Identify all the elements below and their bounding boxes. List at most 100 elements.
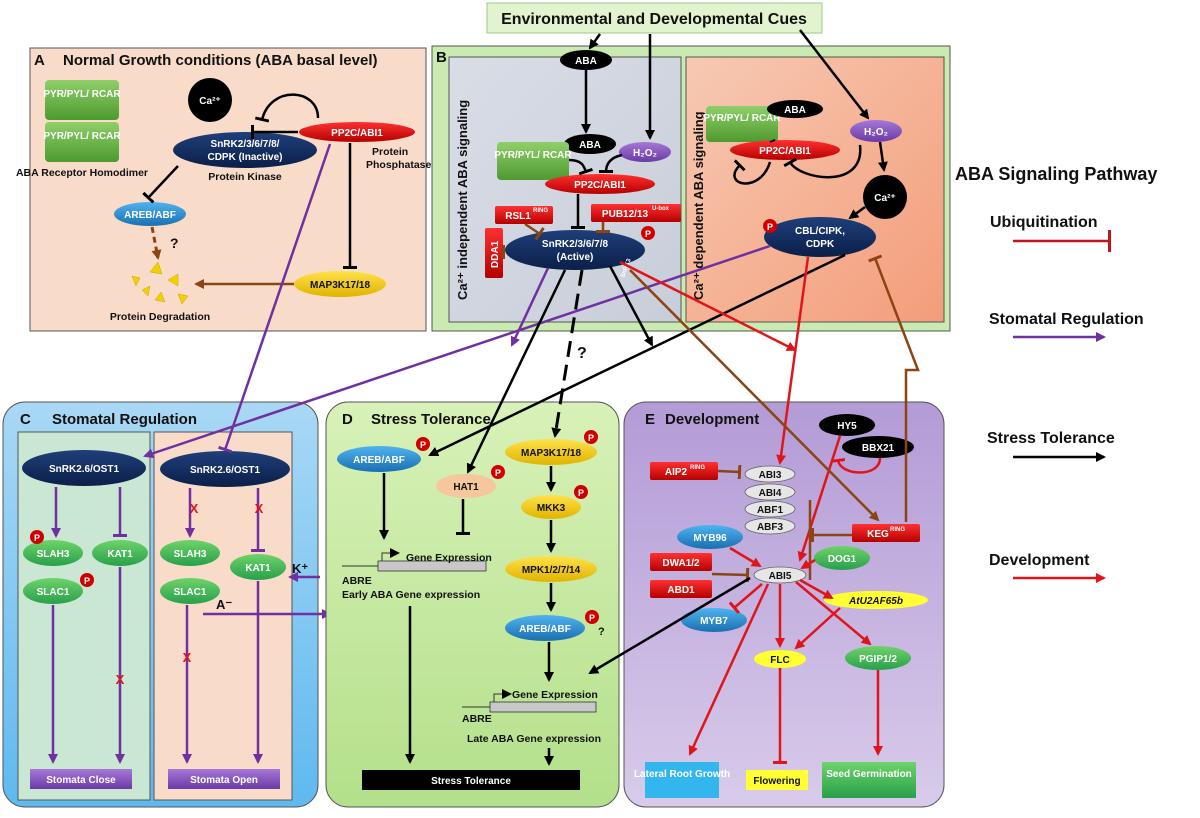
late-gene-label: Late ABA Gene expression [467,733,601,745]
degradation-triangles [131,261,189,305]
panel-d: D Stress Tolerance AREB/ABF P HAT1 P MAP… [325,401,620,808]
atu2af [824,591,928,609]
hat1 [436,474,496,498]
rsl1-box [495,206,553,224]
phospho-hat1-label: P [495,468,501,478]
cross-panel-edges: ? [143,143,920,675]
receptor-a1-label: PYR/PYL/ RCAR [43,89,121,100]
flc [754,650,806,668]
areb-a-label: AREB/ABF [124,210,176,221]
gene-expression-late: Gene Expression ABRE Late ABA Gene expre… [462,689,601,745]
ost1-right [160,451,290,487]
edge-snrk-hat1 [466,269,567,474]
slac1-left [23,578,83,604]
a-ion-label: A⁻ [216,597,232,612]
abi5-label: ABI5 [769,571,792,582]
myb7 [681,608,747,632]
panel-c-letter: C [20,411,31,428]
mkk3-label: MKK3 [537,503,566,514]
edge-receptor-pp2c-b [568,158,593,176]
areb-d1-label: AREB/ABF [353,455,405,466]
phospho-areb-d2 [585,610,599,624]
areb-d2-label: AREB/ABF [519,624,571,635]
map3k-a-label: MAP3K17/18 [310,280,370,291]
panel-e-letter: E [645,411,655,428]
myb96 [677,525,743,549]
lateral-root-label: Lateral Root Growth [634,769,730,780]
map3k-d [505,439,597,465]
snrk-inactive-line2: CDPK (Inactive) [207,152,282,163]
receptor-b-right-label: PYR/PYL/ RCAR [703,113,781,124]
calcium-a [188,78,232,122]
cues-label: Environmental and Developmental Cues [501,11,807,28]
abf1 [744,500,796,518]
seed-germination-label: Seed Germination [826,769,912,780]
slah3-right [160,540,220,566]
abre-late-label: ABRE [462,713,492,725]
edge-pp2c-loop [254,93,320,123]
areb-d2 [505,615,585,641]
dwa-label: DWA1/2 [662,558,700,569]
phospho-map3k-label: P [588,433,594,443]
pp2c-b-right-label: PP2C/ABI1 [759,146,811,157]
keg-label: KEG [867,529,889,540]
edge-a-pp2c-ost1 [218,143,332,454]
edge-snrk-dev [619,260,797,352]
dda1-label: DDA1 [490,240,501,268]
hat1-label: HAT1 [453,482,479,493]
snrk-inactive-line1: SnRK2/3/6/7/8/ [211,139,280,150]
aba-right-label: ABA [784,105,806,116]
aip2-label: AIP2 [665,467,688,478]
ost1-right-label: SnRK2.6/OST1 [190,465,260,476]
keg-box [852,524,920,542]
flowering-box [746,770,808,790]
pp2c-a-label: PP2C/ABI1 [331,128,383,139]
k-ion-label: K⁺ [292,561,308,576]
phospho-areb-d2-label: P [589,613,595,623]
seed-germination-box [822,762,916,798]
cbl-cipk [764,217,876,257]
pp2c-b-right [730,140,840,160]
aip2-sup: RING [690,465,705,471]
panel-a-letter: A [34,52,45,69]
phospho-mkk3 [574,485,588,499]
keg-sup: RING [890,527,905,533]
edge-snrk-d-right [608,265,654,347]
edge-cbl-areb [428,253,846,457]
ca-dependent-label: Ca²⁺ dependent ABA signaling [691,111,706,300]
edge-cbl-abi3 [776,256,810,465]
h2o2-left [619,142,671,162]
gene-expression-late-label: Gene Expression [512,689,598,701]
degradation-label: Protein Degradation [110,311,210,323]
h2o2-right [850,120,902,142]
edge-dwa-abi5 [711,567,750,583]
dda1-box [485,228,503,278]
x-mark-2: X [255,501,264,516]
cbl-line2: CDPK [806,239,835,250]
edge-cues-h2o2-right [799,29,870,120]
phospho-slac1 [80,573,94,587]
slah3-left [23,540,83,566]
receptor-a2-label: PYR/PYL/ RCAR [43,131,121,142]
rsl1-sup: RING [533,208,548,214]
edge-bbx21-hy5 [830,457,882,474]
calcium-a-label: Ca²⁺ [199,96,220,107]
panel-e-title: Development [665,411,759,428]
areb-a-question: ? [170,235,179,251]
cbl-line1: CBL/CIPK, [795,226,845,237]
abf1-label: ABF1 [757,505,784,516]
receptor-a1 [45,80,119,120]
edge-areb-e-abi5 [588,576,751,675]
legend: ABA Signaling Pathway Ubiquitination Sto… [955,164,1157,583]
aba-top-label: ABA [575,56,597,67]
panel-e: E Development HY5 BBX21 AIP2 RING ABI3 A… [623,401,945,808]
edge-abi5-lateral [688,583,770,756]
panel-c-title: Stomatal Regulation [52,411,197,428]
myb7-label: MYB7 [700,616,728,627]
edge-abi5-myb7 [728,583,763,614]
phospho-hat1 [491,465,505,479]
kat1-left [92,540,148,566]
edge-keg-cbl [868,254,920,522]
pub-label: PUB12/13 [602,209,649,220]
